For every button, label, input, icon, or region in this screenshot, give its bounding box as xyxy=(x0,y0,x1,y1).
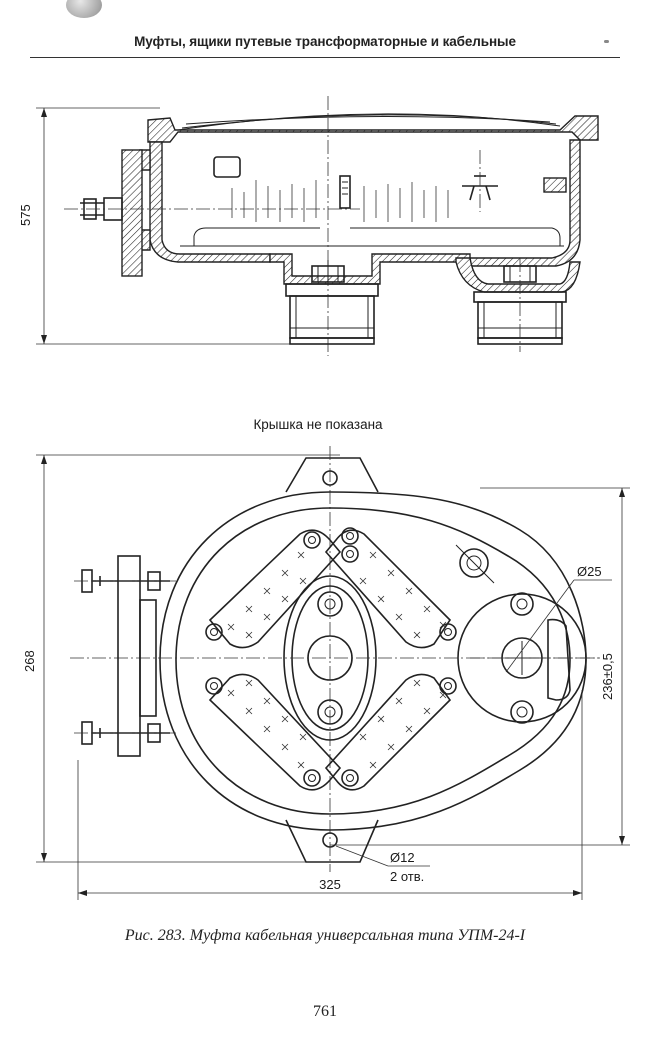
header-dot xyxy=(604,40,609,43)
hole-count-label: 2 отв. xyxy=(390,869,424,884)
figure-caption: Рис. 283. Муфта кабельная универсальная … xyxy=(124,927,526,944)
running-head: Муфты, ящики путевые трансформаторные и … xyxy=(134,34,516,49)
page-number: 761 xyxy=(313,1003,337,1020)
technical-drawing: 575 Крышка не показана 268 325 236±0,5 xyxy=(18,96,630,900)
page-corner-mark xyxy=(66,0,102,18)
side-view: 575 xyxy=(18,96,599,356)
diameter-25-label: Ø25 xyxy=(577,564,602,579)
diameter-12-label: Ø12 xyxy=(390,850,415,865)
dimension-268: 268 xyxy=(22,650,37,672)
dimension-236: 236±0,5 xyxy=(600,653,615,700)
plan-view: 268 325 236±0,5 Ø25 xyxy=(22,446,630,900)
dimension-325: 325 xyxy=(319,877,341,892)
dimension-575: 575 xyxy=(18,204,33,226)
drawing-note: Крышка не показана xyxy=(253,417,383,432)
header-rule xyxy=(30,57,620,58)
